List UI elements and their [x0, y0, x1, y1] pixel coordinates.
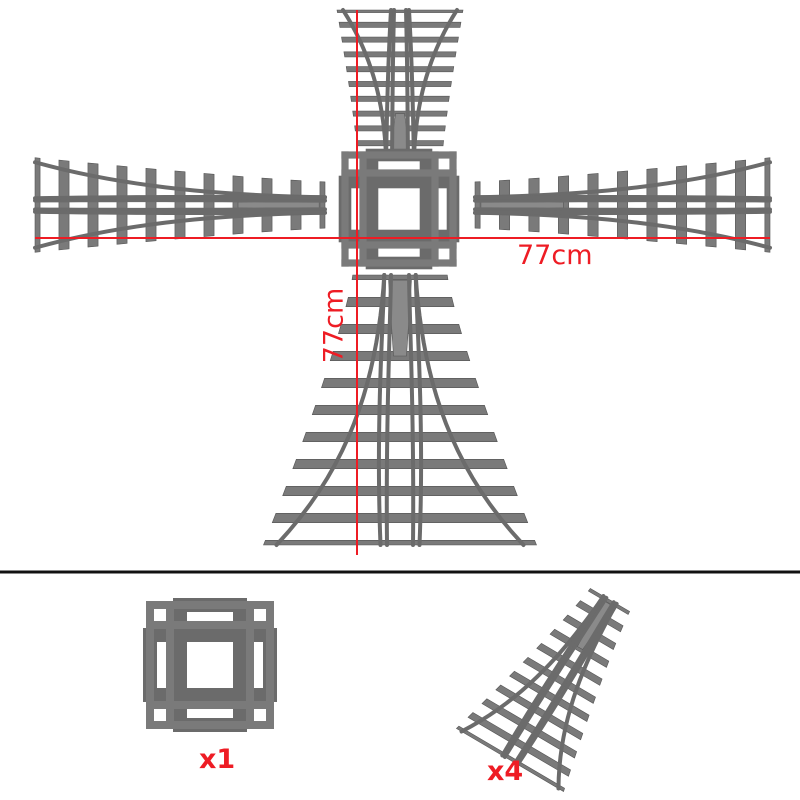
sleeper — [319, 181, 326, 229]
sleeper — [587, 173, 599, 237]
sleeper — [321, 377, 479, 389]
sleeper — [271, 512, 529, 524]
sleeper — [292, 458, 508, 470]
rail — [515, 601, 619, 767]
track-crossing — [143, 598, 277, 732]
sleeper — [166, 601, 174, 729]
included-pieces — [143, 588, 631, 792]
sleeper — [146, 701, 274, 709]
sleeper — [266, 601, 274, 729]
rail — [473, 194, 772, 201]
sleeper — [345, 66, 455, 73]
rail — [502, 595, 609, 759]
sleeper — [676, 165, 687, 245]
sleeper — [145, 168, 157, 242]
sleeper — [646, 168, 658, 242]
rail — [384, 8, 393, 160]
rail — [376, 273, 387, 547]
sleeper — [341, 241, 457, 249]
sleeper — [174, 170, 186, 240]
sleeper — [343, 51, 457, 58]
sleeper — [87, 162, 99, 248]
track-switch — [336, 8, 464, 160]
rail — [473, 209, 772, 216]
sleeper — [359, 151, 367, 267]
sleeper — [431, 151, 439, 267]
sleeper — [246, 601, 254, 729]
height-label: 77cm — [318, 287, 350, 364]
sleeper — [203, 173, 215, 237]
sleeper — [146, 601, 274, 609]
rail — [384, 273, 393, 547]
rail — [33, 194, 327, 201]
rail — [390, 8, 396, 160]
rail — [513, 600, 616, 765]
sleeper — [351, 274, 449, 281]
rail — [407, 273, 416, 547]
crossing-quantity: x1 — [199, 744, 236, 775]
track-switch — [473, 157, 772, 253]
sleeper — [536, 642, 603, 686]
sleeper — [336, 9, 464, 13]
sleeper — [146, 601, 154, 729]
sleeper — [338, 21, 462, 28]
sleeper — [341, 36, 459, 43]
track-crossing — [338, 148, 460, 270]
sleeper — [116, 165, 128, 245]
sleeper — [341, 151, 349, 267]
sleeper — [455, 725, 565, 792]
sleeper — [282, 485, 518, 497]
rail — [412, 8, 459, 160]
sleeper — [474, 181, 481, 229]
sleeper — [735, 159, 746, 251]
sleeper — [350, 95, 450, 102]
assembled-layout — [33, 8, 772, 547]
rail — [407, 8, 416, 160]
sleeper — [341, 151, 457, 159]
sleeper — [34, 157, 41, 253]
rail — [274, 273, 387, 547]
width-label: 77cm — [517, 240, 593, 271]
sleeper — [146, 721, 274, 729]
sleeper — [481, 698, 578, 759]
rail — [413, 273, 424, 547]
rail — [413, 273, 526, 547]
rail — [33, 209, 327, 216]
sleeper — [341, 169, 457, 177]
sleeper — [705, 162, 717, 248]
sleeper — [263, 539, 537, 546]
rail — [500, 594, 606, 758]
sleeper — [302, 431, 498, 443]
switch-motor-housing — [388, 280, 412, 357]
sleeper — [617, 170, 628, 240]
sleeper — [348, 81, 452, 87]
sleeper — [58, 159, 70, 251]
sleeper — [449, 151, 457, 267]
switch-quantity: x4 — [487, 756, 524, 787]
sleeper — [467, 712, 571, 777]
sleeper — [495, 684, 584, 741]
sleeper — [341, 259, 457, 267]
track-switch — [263, 273, 537, 547]
track-switch — [455, 588, 631, 792]
sleeper — [311, 404, 489, 416]
sleeper — [764, 157, 771, 253]
track-switch — [33, 157, 327, 253]
rail — [404, 8, 410, 160]
sleeper — [146, 621, 274, 629]
